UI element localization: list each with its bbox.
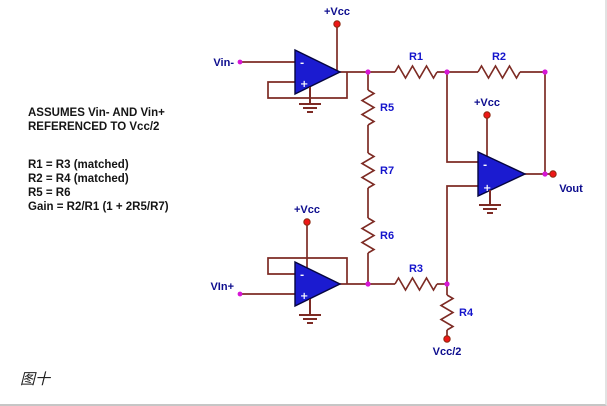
junction-dot bbox=[542, 171, 548, 177]
resistor-r2-label: R2 bbox=[492, 51, 506, 63]
vcc3-terminal bbox=[483, 111, 491, 119]
vcc-half-label: Vcc/2 bbox=[433, 346, 462, 358]
opamp3-minus-sign: - bbox=[483, 160, 487, 171]
rule-r1-r3: R1 = R3 (matched) bbox=[28, 159, 129, 171]
wire-opamp2-feedback bbox=[267, 257, 348, 284]
resistor-r5-label: R5 bbox=[380, 102, 394, 114]
resistor-r7-label: R7 bbox=[380, 165, 394, 177]
terminal-dots bbox=[303, 20, 557, 343]
resistor-r6-label: R6 bbox=[380, 230, 394, 242]
opamp3-triangle bbox=[477, 150, 527, 198]
ground-icon-opamp2 bbox=[299, 299, 321, 324]
resistor-r2 bbox=[477, 64, 521, 80]
resistor-r5 bbox=[360, 89, 376, 126]
wire-tap-opamp3-minus bbox=[446, 72, 478, 163]
vin-minus-label: Vin- bbox=[213, 57, 234, 69]
junction-dot bbox=[444, 69, 450, 75]
assumption-notes: ASSUMES Vin- AND Vin+ REFERENCED TO Vcc/… bbox=[28, 106, 238, 214]
note-line-1: ASSUMES Vin- AND Vin+ bbox=[28, 107, 165, 119]
opamp1-triangle bbox=[294, 48, 342, 96]
resistor-r4-label: R4 bbox=[459, 307, 474, 319]
vcc3-label: +Vcc bbox=[474, 97, 500, 109]
resistor-r1 bbox=[394, 64, 438, 80]
opamp-2-bottom: - + bbox=[294, 260, 342, 308]
resistor-r3 bbox=[394, 276, 438, 292]
ground-icon-opamp1 bbox=[299, 87, 321, 113]
ground-icon-opamp3 bbox=[479, 190, 501, 214]
resistor-r1-label: R1 bbox=[409, 51, 423, 63]
opamp2-minus-sign: - bbox=[300, 270, 304, 281]
resistor-r7 bbox=[360, 152, 376, 189]
rule-gain: Gain = R2/R1 (1 + 2R5/R7) bbox=[28, 201, 169, 213]
vin-plus-label: VIn+ bbox=[210, 281, 234, 293]
junction-dot bbox=[444, 281, 450, 287]
junction-dot bbox=[365, 281, 371, 287]
resistor-r3-label: R3 bbox=[409, 263, 423, 275]
junction-dot bbox=[237, 59, 243, 65]
vcc1-label: +Vcc bbox=[324, 6, 350, 18]
vcc1-terminal bbox=[333, 20, 341, 28]
junction-dots bbox=[237, 59, 548, 297]
vcc-half-terminal bbox=[443, 335, 451, 343]
rule-r5-r6: R5 = R6 bbox=[28, 187, 71, 199]
wire-tap-opamp3-plus bbox=[446, 185, 478, 284]
labels: +Vcc +Vcc +Vcc Vin- VIn+ Vout Vcc/2 R1 R… bbox=[210, 6, 583, 358]
junction-dot bbox=[542, 69, 548, 75]
opamp-3-output: - + bbox=[477, 150, 527, 198]
note-line-2: REFERENCED TO Vcc/2 bbox=[28, 121, 160, 133]
opamp2-triangle bbox=[294, 260, 342, 308]
vcc2-terminal bbox=[303, 218, 311, 226]
resistors bbox=[360, 64, 521, 331]
junction-dot bbox=[237, 291, 243, 297]
resistor-r6 bbox=[360, 217, 376, 254]
vout-label: Vout bbox=[559, 183, 583, 195]
junction-dot bbox=[365, 69, 371, 75]
opamp3-plus-sign: + bbox=[483, 183, 491, 194]
figure-caption: 图十 bbox=[20, 372, 51, 388]
wire-opamp1-feedback bbox=[267, 72, 348, 99]
vcc2-label: +Vcc bbox=[294, 204, 320, 216]
opamp2-plus-sign: + bbox=[300, 291, 308, 302]
opamp-1-top: - + bbox=[294, 48, 342, 96]
matching-rules: R1 = R3 (matched) R2 = R4 (matched) R5 =… bbox=[28, 158, 238, 214]
opamp1-minus-sign: - bbox=[300, 58, 304, 69]
opamp1-plus-sign: + bbox=[300, 79, 308, 90]
resistor-r4 bbox=[439, 294, 455, 331]
rule-r2-r4: R2 = R4 (matched) bbox=[28, 173, 129, 185]
vout-terminal bbox=[549, 170, 557, 178]
